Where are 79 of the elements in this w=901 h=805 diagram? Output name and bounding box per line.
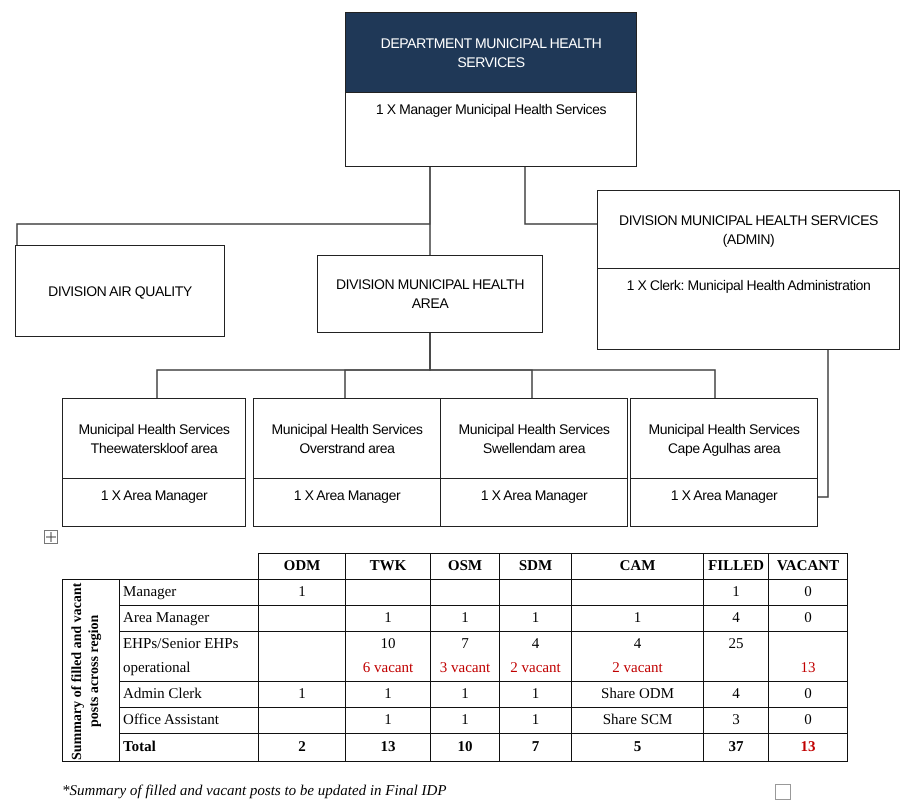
table-value: 3 vacant — [438, 659, 492, 678]
table-value: 10 — [380, 635, 396, 654]
column-header: ODM — [282, 557, 322, 576]
box-heading: Municipal Health Services Cape Agulhas area — [631, 399, 817, 479]
table-value: 4 — [530, 635, 540, 654]
box-heading: DIVISION MUNICIPAL HEALTH SERVICES (ADMIN) — [598, 191, 899, 269]
column-header: OSM — [446, 557, 484, 576]
row-group-label: Summary of filled and vacant posts across region — [69, 580, 103, 760]
org-chart-box — [317, 255, 543, 333]
row-header: Total — [123, 738, 157, 757]
box-heading: DIVISION MUNICIPAL HEALTH AREA — [334, 275, 526, 313]
connector-line — [429, 333, 716, 398]
row-header: Office Assistant — [123, 711, 220, 730]
table-value: 3 — [731, 711, 741, 730]
org-chart-box — [597, 190, 900, 350]
table-value: 1 — [460, 711, 470, 730]
table-value: 1 — [297, 583, 307, 602]
column-header: VACANT — [776, 557, 840, 576]
table-value: 7 — [460, 635, 470, 654]
table-value: 1 — [383, 609, 393, 628]
row-header: Manager — [123, 583, 178, 602]
box-heading: Municipal Health Services Theewaterskloof area — [63, 399, 245, 479]
box-text: 1 X Area Manager — [480, 486, 588, 505]
row-header: Area Manager — [123, 609, 210, 628]
box-text: 1 X Manager Municipal Health Services — [374, 100, 608, 119]
connector-line — [818, 350, 829, 498]
table-value: 4 — [632, 635, 642, 654]
box-text: 1 X Area Manager — [100, 486, 208, 505]
table-value: 25 — [728, 635, 744, 654]
table-value: 1 — [383, 711, 393, 730]
box-text: 1 X Area Manager — [670, 486, 778, 505]
org-chart-box — [15, 245, 225, 337]
table-value: 0 — [803, 609, 813, 628]
connector-line — [524, 167, 597, 225]
table-value: 1 — [460, 685, 470, 704]
table-value: 1 — [731, 583, 741, 602]
table-value: 5 — [632, 738, 642, 757]
box-heading: Municipal Health Services Swellendam area — [441, 399, 627, 479]
table-value: 1 — [530, 685, 540, 704]
box-heading: DEPARTMENT MUNICIPAL HEALTH SERVICES — [346, 13, 636, 93]
table-value: 1 — [383, 685, 393, 704]
table-value: 2 vacant — [611, 659, 664, 678]
table-value: 7 — [530, 738, 540, 757]
table-value: 2 vacant — [509, 659, 562, 678]
column-header: CAM — [618, 557, 656, 576]
column-header: TWK — [368, 557, 408, 576]
column-header: FILLED — [707, 557, 765, 576]
table-value: 1 — [530, 711, 540, 730]
org-chart-box — [253, 398, 441, 527]
org-chart-box — [345, 12, 637, 167]
table-value: 13 — [800, 659, 816, 678]
row-header: EHPs/Senior EHPs operational — [123, 635, 240, 678]
box-text: 1 X Clerk: Municipal Health Administration — [626, 276, 872, 295]
footnote: *Summary of filled and vacant posts to be updated in Final IDP — [62, 783, 447, 800]
table-value: 0 — [803, 583, 813, 602]
table-value: 0 — [803, 711, 813, 730]
org-chart-box — [630, 398, 818, 527]
row-header: Admin Clerk — [123, 685, 203, 704]
table-value: 1 — [460, 609, 470, 628]
org-chart-box — [62, 398, 246, 527]
table-value: 6 vacant — [362, 659, 414, 678]
table-value: 1 — [632, 609, 642, 628]
org-chart-box — [440, 398, 628, 527]
table-value: 13 — [800, 738, 816, 757]
box-heading: DIVISION AIR QUALITY — [47, 282, 193, 301]
table-value: 4 — [731, 609, 741, 628]
table-value: 0 — [803, 685, 813, 704]
table-value: 1 — [530, 609, 540, 628]
table-value: 13 — [380, 738, 396, 757]
table-value: 1 — [297, 685, 307, 704]
table-value: Share SCM — [602, 711, 674, 730]
table-value: 37 — [728, 738, 744, 757]
column-header: SDM — [518, 557, 554, 576]
connector-line — [429, 167, 431, 255]
table-value: 4 — [731, 685, 741, 704]
table-value: 2 — [297, 738, 307, 757]
box-text: 1 X Area Manager — [292, 486, 402, 505]
table-value: 10 — [456, 738, 474, 757]
table-value: Share ODM — [600, 685, 675, 704]
